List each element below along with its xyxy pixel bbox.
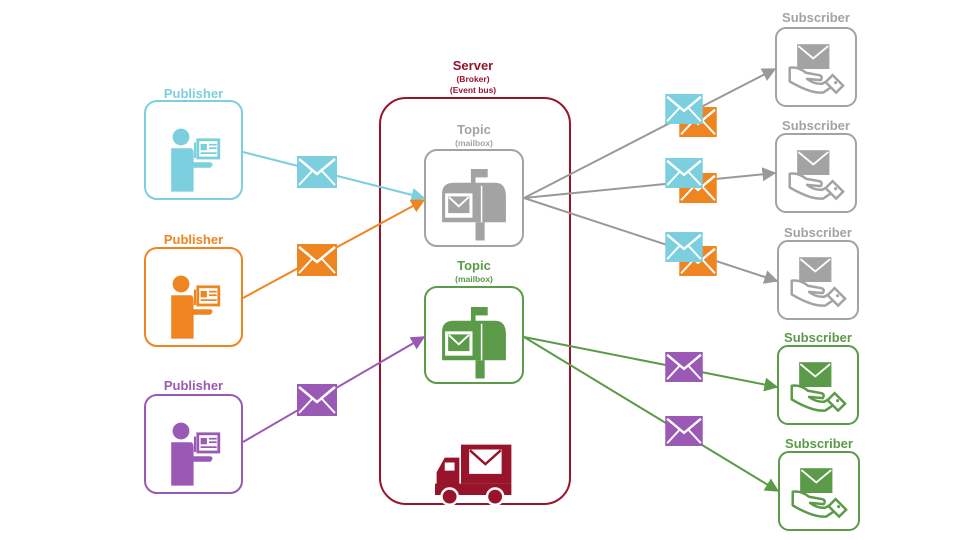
subscriber-node <box>775 27 857 107</box>
subscriber-label: Subscriber <box>784 330 852 345</box>
server-subtitle: (Broker) <box>456 74 490 84</box>
publisher-node <box>144 247 243 347</box>
envelope-icon <box>665 94 703 124</box>
flow-arrow <box>523 167 777 199</box>
hand-envelope-icon <box>790 360 847 412</box>
delivery-truck-icon <box>433 443 513 507</box>
server-box <box>379 97 571 505</box>
hand-envelope-icon <box>791 466 848 518</box>
subscriber-label: Subscriber <box>785 436 853 451</box>
subscriber-node <box>775 133 857 213</box>
person-newspaper-icon <box>169 274 221 340</box>
envelope-icon <box>665 232 703 262</box>
envelope-icon <box>297 156 337 188</box>
envelope-icon <box>665 416 703 446</box>
server-title: Server <box>452 58 494 73</box>
topic-title: Topic <box>457 122 491 137</box>
flow-arrow <box>523 336 780 492</box>
publisher-node <box>144 100 243 200</box>
subscriber-node <box>777 240 859 320</box>
publisher-label: Publisher <box>163 378 224 393</box>
mailbox-icon <box>441 168 507 242</box>
subscriber-label: Subscriber <box>782 118 850 133</box>
hand-envelope-icon <box>790 255 847 307</box>
topic-subtitle: (mailbox) <box>455 138 493 148</box>
publisher-label: Publisher <box>163 86 224 101</box>
server-subtitle: (Event bus) <box>449 85 497 95</box>
flow-arrow <box>523 197 779 284</box>
topic-subtitle: (mailbox) <box>455 274 493 284</box>
envelope-icon <box>665 158 703 188</box>
topic-node <box>424 286 524 384</box>
envelope-icon <box>665 352 703 382</box>
flow-arrow <box>523 336 779 392</box>
publisher-label: Publisher <box>163 232 224 247</box>
topic-node <box>424 149 524 247</box>
topic-title: Topic <box>457 258 491 273</box>
hand-envelope-icon <box>788 148 845 200</box>
subscriber-node <box>777 345 859 425</box>
person-newspaper-icon <box>169 127 221 193</box>
person-newspaper-icon <box>169 421 221 487</box>
flow-arrow <box>523 68 777 199</box>
subscriber-label: Subscriber <box>784 225 852 240</box>
envelope-icon <box>297 244 337 276</box>
hand-envelope-icon <box>788 42 845 94</box>
envelope-icon <box>297 384 337 416</box>
subscriber-node <box>778 451 860 531</box>
publisher-node <box>144 394 243 494</box>
mailbox-icon <box>441 306 507 380</box>
subscriber-label: Subscriber <box>782 10 850 25</box>
